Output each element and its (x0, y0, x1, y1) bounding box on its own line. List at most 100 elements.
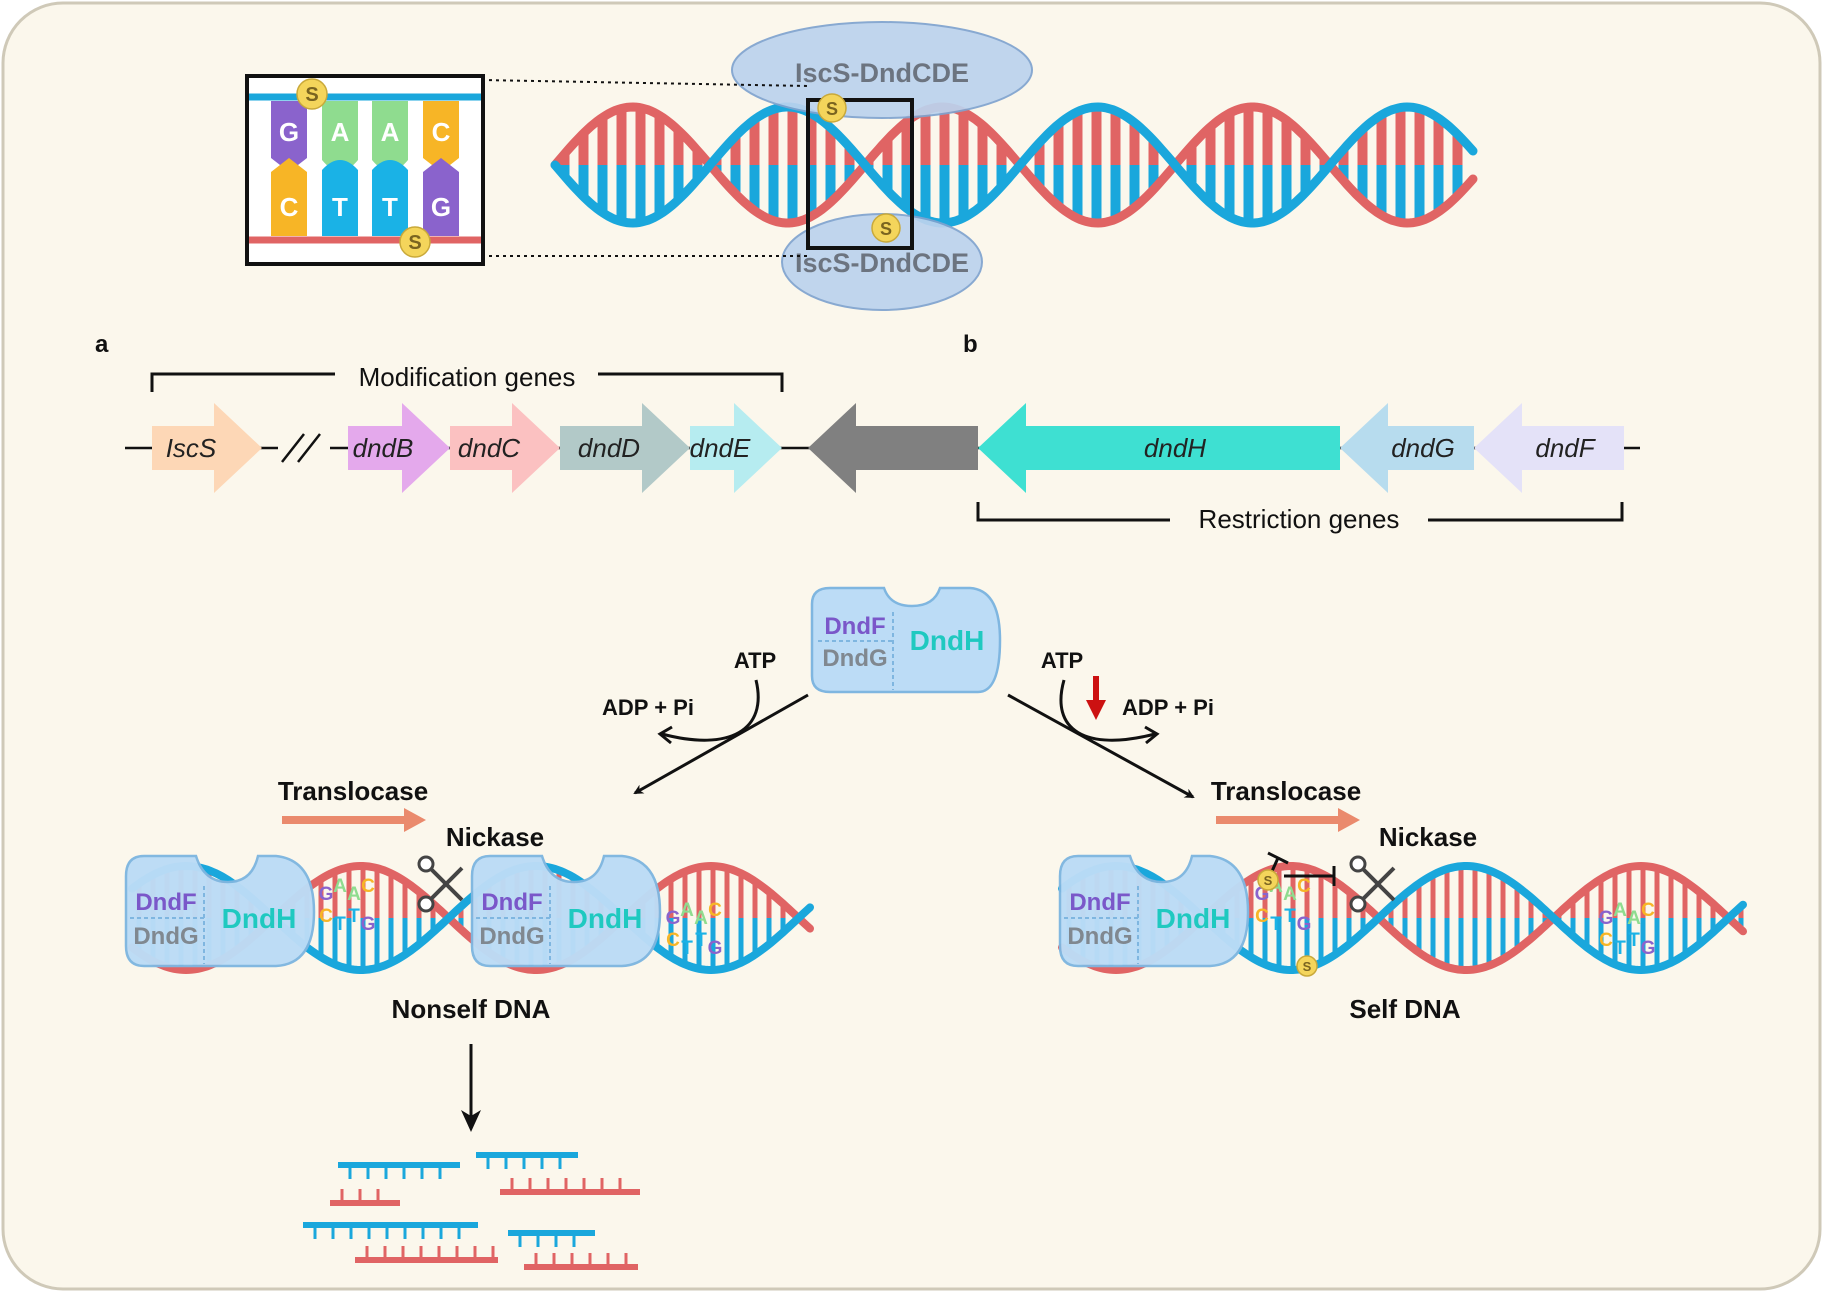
modification-bracket (150, 372, 784, 392)
dndf-label: DndF (824, 613, 885, 640)
site-base: C (1297, 876, 1311, 897)
iscs-dndcde-complex-top (731, 21, 1033, 119)
break-mark (281, 433, 305, 463)
site-base: T (1614, 938, 1626, 959)
nickase-label-left: Nickase (446, 822, 544, 852)
cleavage-arrowhead (461, 1110, 481, 1132)
scissors-icon (1349, 855, 1396, 913)
site-base: C (1641, 900, 1655, 921)
base-g (423, 158, 459, 236)
sulfur-label: S (1303, 959, 1312, 974)
sulfur-label: S (826, 99, 838, 119)
dndh-label: DndH (222, 903, 297, 934)
dndg-label: DndG (822, 645, 887, 672)
dna-strand-blue (550, 102, 1478, 228)
base-letter: A (381, 117, 400, 147)
gene-arrow (690, 403, 782, 493)
dndh-label: DndH (1156, 903, 1231, 934)
sulfur-marker (1296, 955, 1318, 977)
panel-label-a: a (95, 331, 109, 358)
pathway-arrow-left (633, 693, 809, 795)
top-dna-helix (550, 102, 1478, 228)
pathway-arrow-right (1007, 693, 1195, 799)
gene-arrow (808, 403, 978, 493)
dndfgh-complex-center: DndF DndG DndH (810, 586, 1002, 694)
adp-label-left: ADP + Pi (602, 695, 694, 720)
site-base: T (1628, 930, 1640, 951)
dndg-label: DndG (1067, 923, 1132, 950)
translocase-arrow-left (282, 816, 408, 824)
sulfur-marker (871, 213, 901, 243)
base-a (372, 101, 408, 171)
site-base: T (334, 914, 346, 935)
site-base: T (695, 930, 707, 951)
base-letter: G (431, 192, 451, 222)
site-base: A (1627, 908, 1641, 929)
base-letter: G (279, 117, 299, 147)
atp-label-right: ATP (1041, 648, 1083, 673)
restriction-genes-label: Restriction genes (1199, 504, 1400, 534)
site-base: A (680, 900, 694, 921)
base-g (271, 101, 307, 172)
gene-label: dndF (1535, 433, 1596, 463)
site-base: T (1270, 914, 1282, 935)
site-base: C (708, 900, 722, 921)
base-letter: T (382, 192, 398, 222)
backbone-gap (262, 438, 348, 458)
gene-label: IscS (166, 433, 217, 463)
dndf-label: DndF (135, 889, 196, 916)
site-base: A (1613, 900, 1627, 921)
atp-label-left: ATP (734, 648, 776, 673)
base-a (322, 101, 358, 171)
site-base: G (1599, 908, 1614, 929)
translocase-arrowhead-right (1338, 808, 1360, 832)
dndh-label: DndH (568, 903, 643, 934)
gene-arrow (978, 403, 1340, 493)
site-base: T (681, 938, 693, 959)
site-base: G (319, 884, 334, 905)
gene-label: dndB (353, 433, 414, 463)
gene-label: dndH (1144, 433, 1206, 463)
inhibition-bar (1267, 851, 1289, 865)
sulfur-marker (399, 226, 431, 258)
helix-zoom-box (806, 98, 914, 250)
base-c (423, 101, 459, 172)
adp-label-right: ADP + Pi (1122, 695, 1214, 720)
adp-arrowhead-left (657, 725, 673, 745)
scissors-icon (417, 855, 464, 913)
gene-label: dndC (458, 433, 520, 463)
adp-arrowhead-right (1144, 725, 1160, 745)
dna-fragments (303, 1152, 640, 1270)
site-base: A (1283, 884, 1297, 905)
base-letter: T (332, 192, 348, 222)
self-dna-label: Self DNA (1349, 994, 1460, 1024)
protein-body (810, 586, 1002, 694)
site-base: A (333, 876, 347, 897)
sulfur-marker (817, 93, 847, 123)
protein-body (470, 854, 662, 968)
dndf-label: DndF (1069, 889, 1130, 916)
dndh-label: DndH (910, 625, 985, 656)
site-base: C (361, 876, 375, 897)
gene-arrow (348, 403, 450, 493)
gene-arrow (450, 403, 560, 493)
atp-hydrolysis-curve-right (1059, 679, 1156, 742)
sulfur-label: S (1264, 873, 1273, 888)
sulfur-label: S (305, 84, 318, 106)
base-letter: C (280, 192, 299, 222)
iscs-dndcde-label-bottom: IscS-DndCDE (795, 248, 969, 278)
translocase-arrow-right (1216, 816, 1342, 824)
base-letter: A (331, 117, 350, 147)
site-base: G (361, 914, 376, 935)
site-base: C (1255, 906, 1269, 927)
modification-genes-label: Modification genes (359, 362, 576, 392)
gene-arrow (560, 403, 690, 493)
site-base: T (1284, 906, 1296, 927)
site-base: A (347, 884, 361, 905)
gene-arrow (152, 403, 262, 493)
translocase-label-right: Translocase (1211, 776, 1361, 806)
